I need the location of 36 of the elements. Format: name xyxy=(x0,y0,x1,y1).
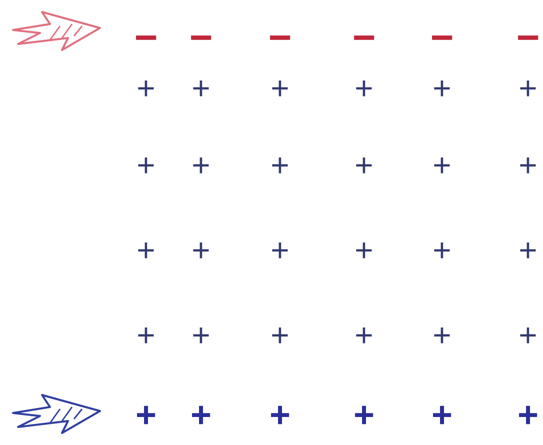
minus-sign: − xyxy=(352,18,376,58)
plus-sign: + xyxy=(136,319,156,351)
plus-sign: + xyxy=(270,234,290,266)
plus-sign: + xyxy=(192,319,210,351)
plus-sign: + xyxy=(136,234,156,266)
plus-sign: + xyxy=(354,72,374,104)
plus-sign: + xyxy=(270,72,290,104)
plus-sign: + xyxy=(269,397,291,433)
minus-sign: − xyxy=(268,18,292,58)
plus-sign: + xyxy=(354,149,374,181)
plus-sign: + xyxy=(270,149,290,181)
plus-sign: + xyxy=(136,149,156,181)
plus-sign: + xyxy=(432,319,452,351)
plus-sign: + xyxy=(517,397,539,433)
plus-sign: + xyxy=(354,234,374,266)
plus-sign: + xyxy=(192,149,210,181)
plus-sign: + xyxy=(190,397,212,433)
plus-sign: + xyxy=(432,234,452,266)
plus-sign: + xyxy=(431,397,453,433)
minus-sign: − xyxy=(189,18,213,58)
plus-sign: + xyxy=(136,72,156,104)
minus-sign: − xyxy=(516,18,540,58)
minus-sign: − xyxy=(134,18,158,58)
plus-sign: + xyxy=(518,234,538,266)
plus-sign: + xyxy=(135,397,157,433)
plus-sign: + xyxy=(518,149,538,181)
plus-sign: + xyxy=(353,397,375,433)
minus-sign: − xyxy=(430,18,454,58)
plus-sign: + xyxy=(518,72,538,104)
plus-sign: + xyxy=(192,72,210,104)
plus-sign: + xyxy=(432,149,452,181)
plus-sign: + xyxy=(518,319,538,351)
plus-sign: + xyxy=(432,72,452,104)
plus-sign: + xyxy=(270,319,290,351)
plus-sign: + xyxy=(354,319,374,351)
plus-sign: + xyxy=(192,234,210,266)
